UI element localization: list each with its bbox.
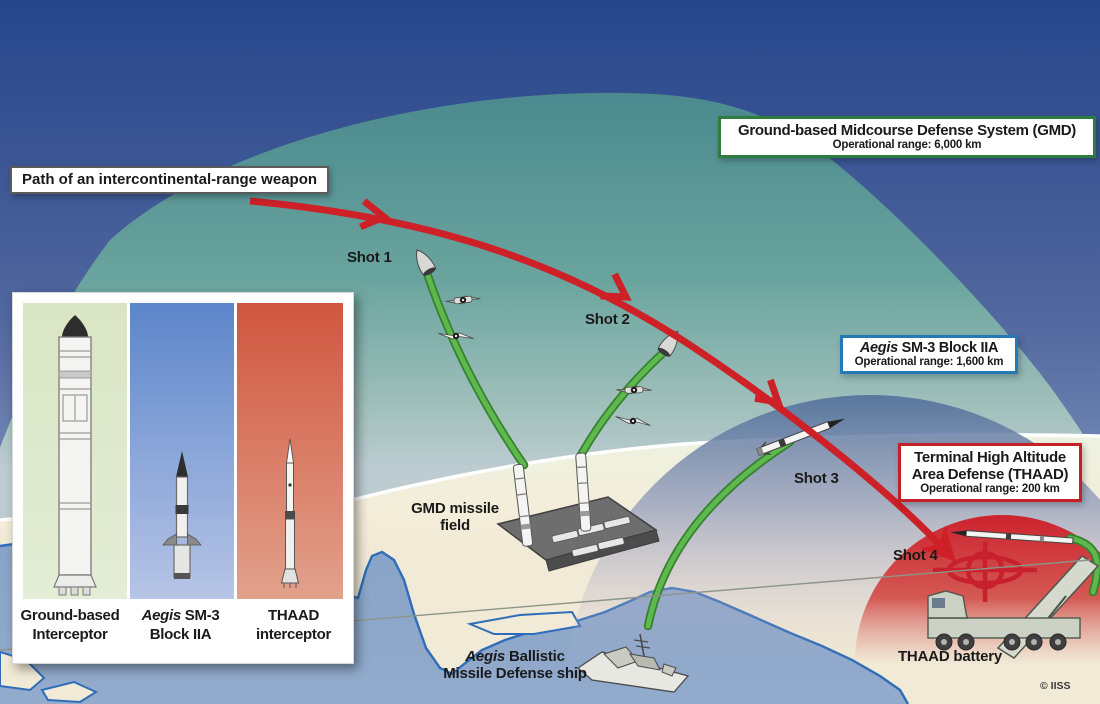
shot-4-label: Shot 4 — [893, 547, 938, 564]
kill-vehicle-icon — [445, 295, 481, 305]
legend-label-sm3: Aegis SM-3 Block IIA — [127, 607, 234, 645]
aegis-ship-icon — [576, 633, 690, 693]
legend-gbi-line1: Ground-based — [20, 607, 120, 624]
threat-path-arrowhead — [920, 525, 956, 562]
legend-sm3-italic: Aegis — [141, 607, 182, 624]
gmd-callout: Ground-based Midcourse Defense System (G… — [718, 116, 1096, 158]
aegis-range: Operational range: 1,600 km — [854, 356, 1004, 368]
reentry-cone-icon-shot1 — [416, 249, 437, 276]
ship-line2: Missile Defense ship — [443, 665, 587, 683]
shot-2-label: Shot 2 — [585, 311, 630, 328]
legend-labels: Ground-based Interceptor Aegis SM-3 Bloc… — [13, 607, 353, 645]
shot-1-label: Shot 1 — [347, 249, 392, 266]
kill-vehicle-icon — [615, 416, 651, 426]
legend-thaad-line1: THAAD — [268, 607, 319, 624]
aegis-callout: Aegis SM-3 Block IIA Operational range: … — [840, 335, 1018, 374]
interceptor-trail-4-core — [1067, 535, 1100, 595]
kill-vehicle-icon — [438, 332, 474, 340]
threat-path-chevron-1 — [359, 198, 391, 231]
thaad-title-line2: Area Defense (THAAD) — [911, 466, 1069, 483]
legend-missiles — [53, 315, 300, 596]
gmd-missile-field-platform — [496, 496, 660, 572]
islet-2 — [40, 680, 99, 704]
threat-path-chevron-3 — [754, 378, 784, 407]
thaad-legend-icon — [280, 438, 300, 588]
legend-gbi-line2: Interceptor — [32, 625, 108, 643]
thaad-title-line1: Terminal High Altitude — [914, 449, 1066, 466]
thaad-battery-label: THAAD battery — [897, 648, 1003, 665]
threat-path-chevron-2 — [600, 272, 632, 301]
gmd-field-line2: field — [440, 517, 470, 535]
interceptor-trail-1-core — [425, 273, 527, 468]
thaad-callout: Terminal High Altitude Area Defense (THA… — [898, 443, 1082, 502]
legend-sm3-line1: Aegis SM-3 — [127, 607, 234, 626]
ship-line1-rest: Ballistic — [505, 648, 565, 665]
aegis-title-rest: SM-3 Block IIA — [897, 340, 999, 356]
gbi-missile-icon — [53, 315, 97, 596]
interceptor-legend: Ground-based Interceptor Aegis SM-3 Bloc… — [12, 292, 354, 664]
interceptor-trail-2-core — [578, 349, 667, 458]
legend-sm3-line2: Block IIA — [149, 625, 212, 643]
shot-3-label: Shot 3 — [794, 470, 839, 487]
legend-sm3-rest: SM-3 — [180, 607, 220, 624]
thaad-range-dome — [855, 515, 1100, 704]
credit: © IISS — [1040, 680, 1071, 692]
kill-vehicle-icon — [616, 385, 652, 395]
thaad-missile-icon — [950, 530, 1074, 545]
thaad-launcher-icon — [0, 555, 1100, 659]
aegis-title: Aegis SM-3 Block IIA — [843, 340, 1015, 356]
aegis-ship-label: Aegis Ballistic Missile Defense ship — [420, 648, 610, 683]
legend-label-gbi: Ground-based Interceptor — [13, 607, 127, 645]
gmd-field-line1: GMD missile — [411, 500, 499, 517]
sm3-legend-icon — [162, 451, 202, 579]
legend-thaad-line2: interceptor — [255, 625, 332, 643]
interceptor-trail-3-core — [645, 439, 793, 629]
gmd-range: Operational range: 6,000 km — [832, 139, 982, 151]
threat-path-label: Path of an intercontinental-range weapon — [10, 166, 330, 194]
gmd-interceptor-1 — [512, 463, 534, 547]
gmd-field-label: GMD missile field — [393, 500, 517, 535]
ship-line1-italic: Aegis — [465, 648, 506, 665]
legend-label-thaad: THAAD interceptor — [234, 607, 353, 645]
aegis-title-italic: Aegis — [859, 340, 898, 356]
thaad-range: Operational range: 200 km — [920, 483, 1060, 495]
gmd-interceptor-2 — [575, 452, 592, 532]
gmd-title: Ground-based Midcourse Defense System (G… — [738, 122, 1076, 139]
interceptor-trails — [423, 271, 1100, 631]
ship-line1: Aegis Ballistic — [420, 648, 610, 665]
threat-path — [249, 197, 956, 562]
